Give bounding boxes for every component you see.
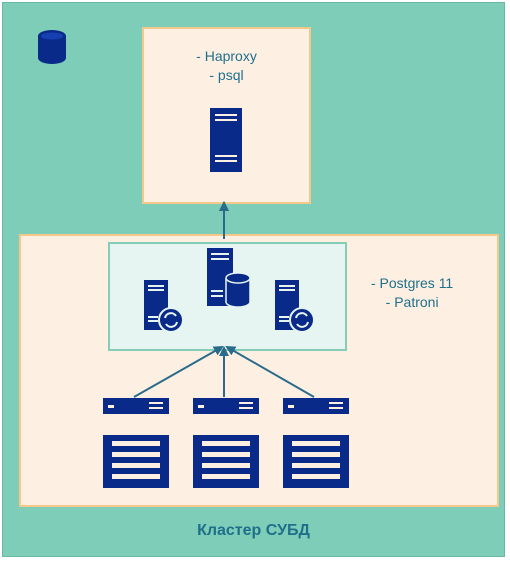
database-icon	[38, 30, 66, 64]
patroni-cluster-box	[108, 242, 347, 351]
postgres-node-box: - Postgres 11 - Patroni	[19, 234, 499, 507]
rack-server-icon	[193, 398, 259, 488]
rack-server-icon	[283, 398, 349, 488]
server-icon	[210, 108, 242, 172]
db-cluster-container: - Haproxy - psql - Postgres 11 - Patroni	[2, 2, 505, 557]
haproxy-label: - Haproxy	[196, 48, 257, 64]
database-server-icon	[207, 248, 251, 308]
patroni-label: - Patroni	[385, 294, 439, 310]
cluster-title: Кластер СУБД	[197, 522, 310, 539]
replica-server-icon	[275, 280, 315, 333]
rack-server-icon	[103, 398, 169, 488]
postgres-label: - Postgres 11	[371, 275, 454, 291]
proxy-node-labels: - Haproxy - psql	[144, 47, 309, 85]
proxy-node-box: - Haproxy - psql	[142, 27, 311, 204]
replica-server-icon	[144, 280, 184, 333]
psql-label: - psql	[209, 67, 244, 83]
postgres-node-labels: - Postgres 11 - Patroni	[371, 274, 453, 312]
